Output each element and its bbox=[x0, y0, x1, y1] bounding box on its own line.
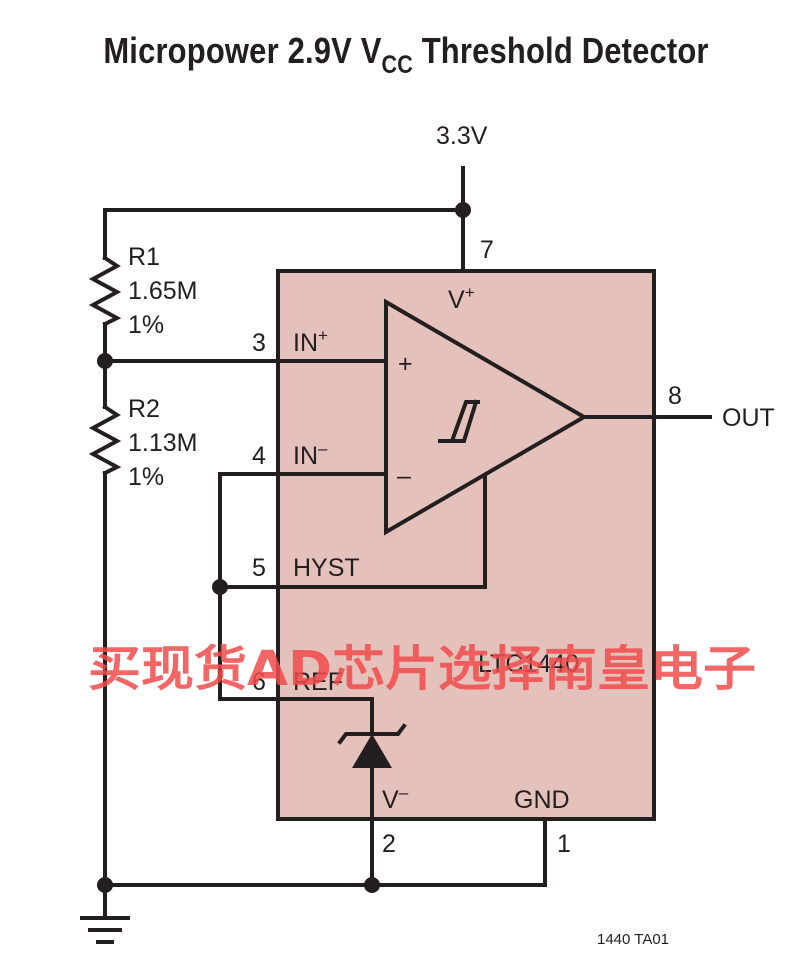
zener-bar bbox=[337, 723, 407, 745]
supply-label: 3.3V bbox=[436, 122, 488, 150]
r1-name: R1 bbox=[128, 243, 160, 271]
diagram-title: Micropower 2.9V VCC Threshold Detector bbox=[57, 30, 755, 79]
comparator bbox=[384, 298, 588, 536]
gnd-wire bbox=[103, 817, 547, 887]
figure-code: 1440 TA01 bbox=[597, 931, 669, 948]
hysteresis-icon bbox=[438, 400, 480, 443]
title-main: Micropower 2.9V V bbox=[103, 30, 382, 71]
pin4-number: 4 bbox=[252, 442, 266, 470]
pin-vplus-label: V+ bbox=[448, 283, 475, 314]
zener-icon bbox=[352, 734, 392, 768]
pin2-number: 2 bbox=[382, 830, 396, 858]
pin-inplus-label: IN+ bbox=[293, 326, 328, 357]
pin5-number: 5 bbox=[252, 554, 266, 582]
r1-value: 1.65M bbox=[128, 277, 197, 305]
hysteresis-icon-2 bbox=[450, 399, 479, 443]
r1-tolerance: 1% bbox=[128, 311, 164, 339]
pin6-number: 6 bbox=[252, 668, 266, 696]
pin-out-label: OUT bbox=[722, 404, 775, 432]
watermark-text: 买现货AD芯片选择南皇电子 bbox=[88, 641, 756, 697]
comparator-plus-sign: + bbox=[398, 350, 413, 378]
pin-ref-label: REF bbox=[293, 668, 343, 696]
comparator-minus-sign: – bbox=[397, 462, 411, 490]
pin1-number: 1 bbox=[557, 830, 571, 858]
r2-value: 1.13M bbox=[128, 429, 197, 457]
r2-resistor bbox=[88, 404, 122, 476]
r2-tolerance: 1% bbox=[128, 463, 164, 491]
pin-vminus-label: V– bbox=[382, 783, 409, 814]
pin7-number: 7 bbox=[480, 236, 494, 264]
pin8-number: 8 bbox=[668, 382, 682, 410]
pin-hyst-label: HYST bbox=[293, 554, 360, 582]
title-tail: Threshold Detector bbox=[412, 30, 709, 71]
title-subscript: CC bbox=[381, 51, 413, 79]
pin-gnd-label: GND bbox=[514, 786, 570, 814]
r1-resistor bbox=[88, 255, 122, 327]
r2-name: R2 bbox=[128, 395, 160, 423]
pin-inminus-label: IN– bbox=[293, 439, 328, 470]
junction-top bbox=[455, 202, 471, 218]
pin3-number: 3 bbox=[252, 329, 266, 357]
ic-part-number: LTC1440 bbox=[478, 650, 579, 678]
